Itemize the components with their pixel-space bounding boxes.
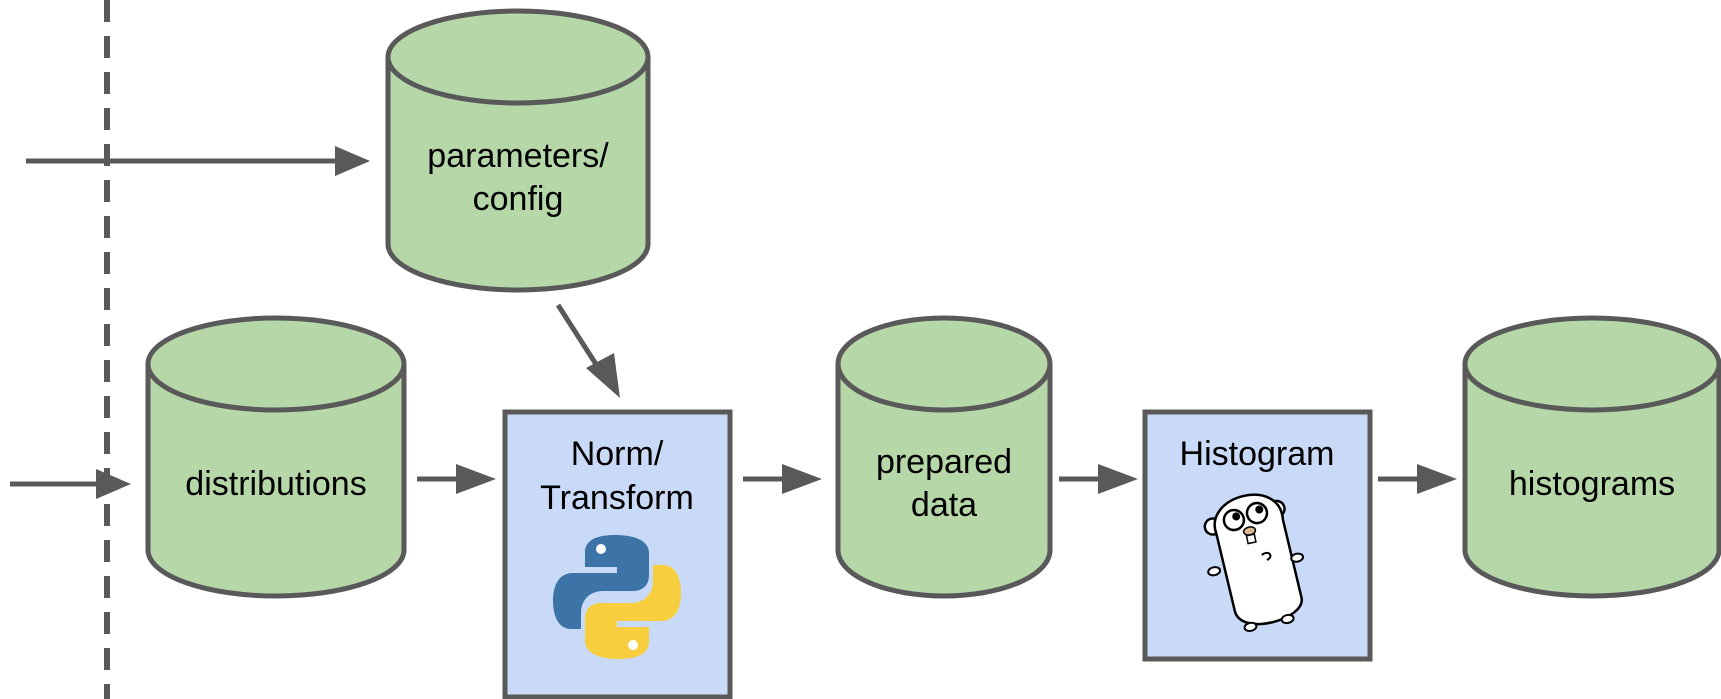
arrow-histogram-to-histograms (1378, 464, 1457, 494)
process-label-transform-line1: Norm/ (571, 435, 664, 473)
store-label-distributions: distributions (185, 465, 366, 503)
arrow-input-to-parameters (26, 146, 370, 176)
arrow-distributions-to-transform (417, 464, 496, 494)
go-gopher-icon (1203, 493, 1305, 632)
store-histograms: histograms (1462, 315, 1721, 599)
store-parameters-config: parameters/ config (385, 8, 651, 293)
python-logo-icon (553, 535, 681, 659)
process-label-histogram: Histogram (1180, 435, 1335, 473)
arrow-parameters-to-transform (555, 303, 620, 398)
store-label-histograms: histograms (1509, 465, 1675, 503)
process-label-transform-line2: Transform (540, 479, 694, 517)
store-label-parameters-line2: config (473, 180, 564, 218)
store-prepared-data: prepared data (835, 315, 1053, 599)
store-label-prepared-line1: prepared (876, 443, 1012, 481)
store-label-parameters-line1: parameters/ (427, 137, 609, 175)
process-histogram: Histogram (1142, 409, 1373, 662)
arrow-input-to-distributions (10, 469, 131, 499)
store-distributions: distributions (145, 315, 407, 599)
arrow-prepared-to-histogram (1059, 464, 1138, 494)
process-norm-transform: Norm/ Transform (502, 409, 733, 699)
store-label-prepared-line2: data (911, 486, 977, 524)
arrow-transform-to-prepared (743, 464, 822, 494)
